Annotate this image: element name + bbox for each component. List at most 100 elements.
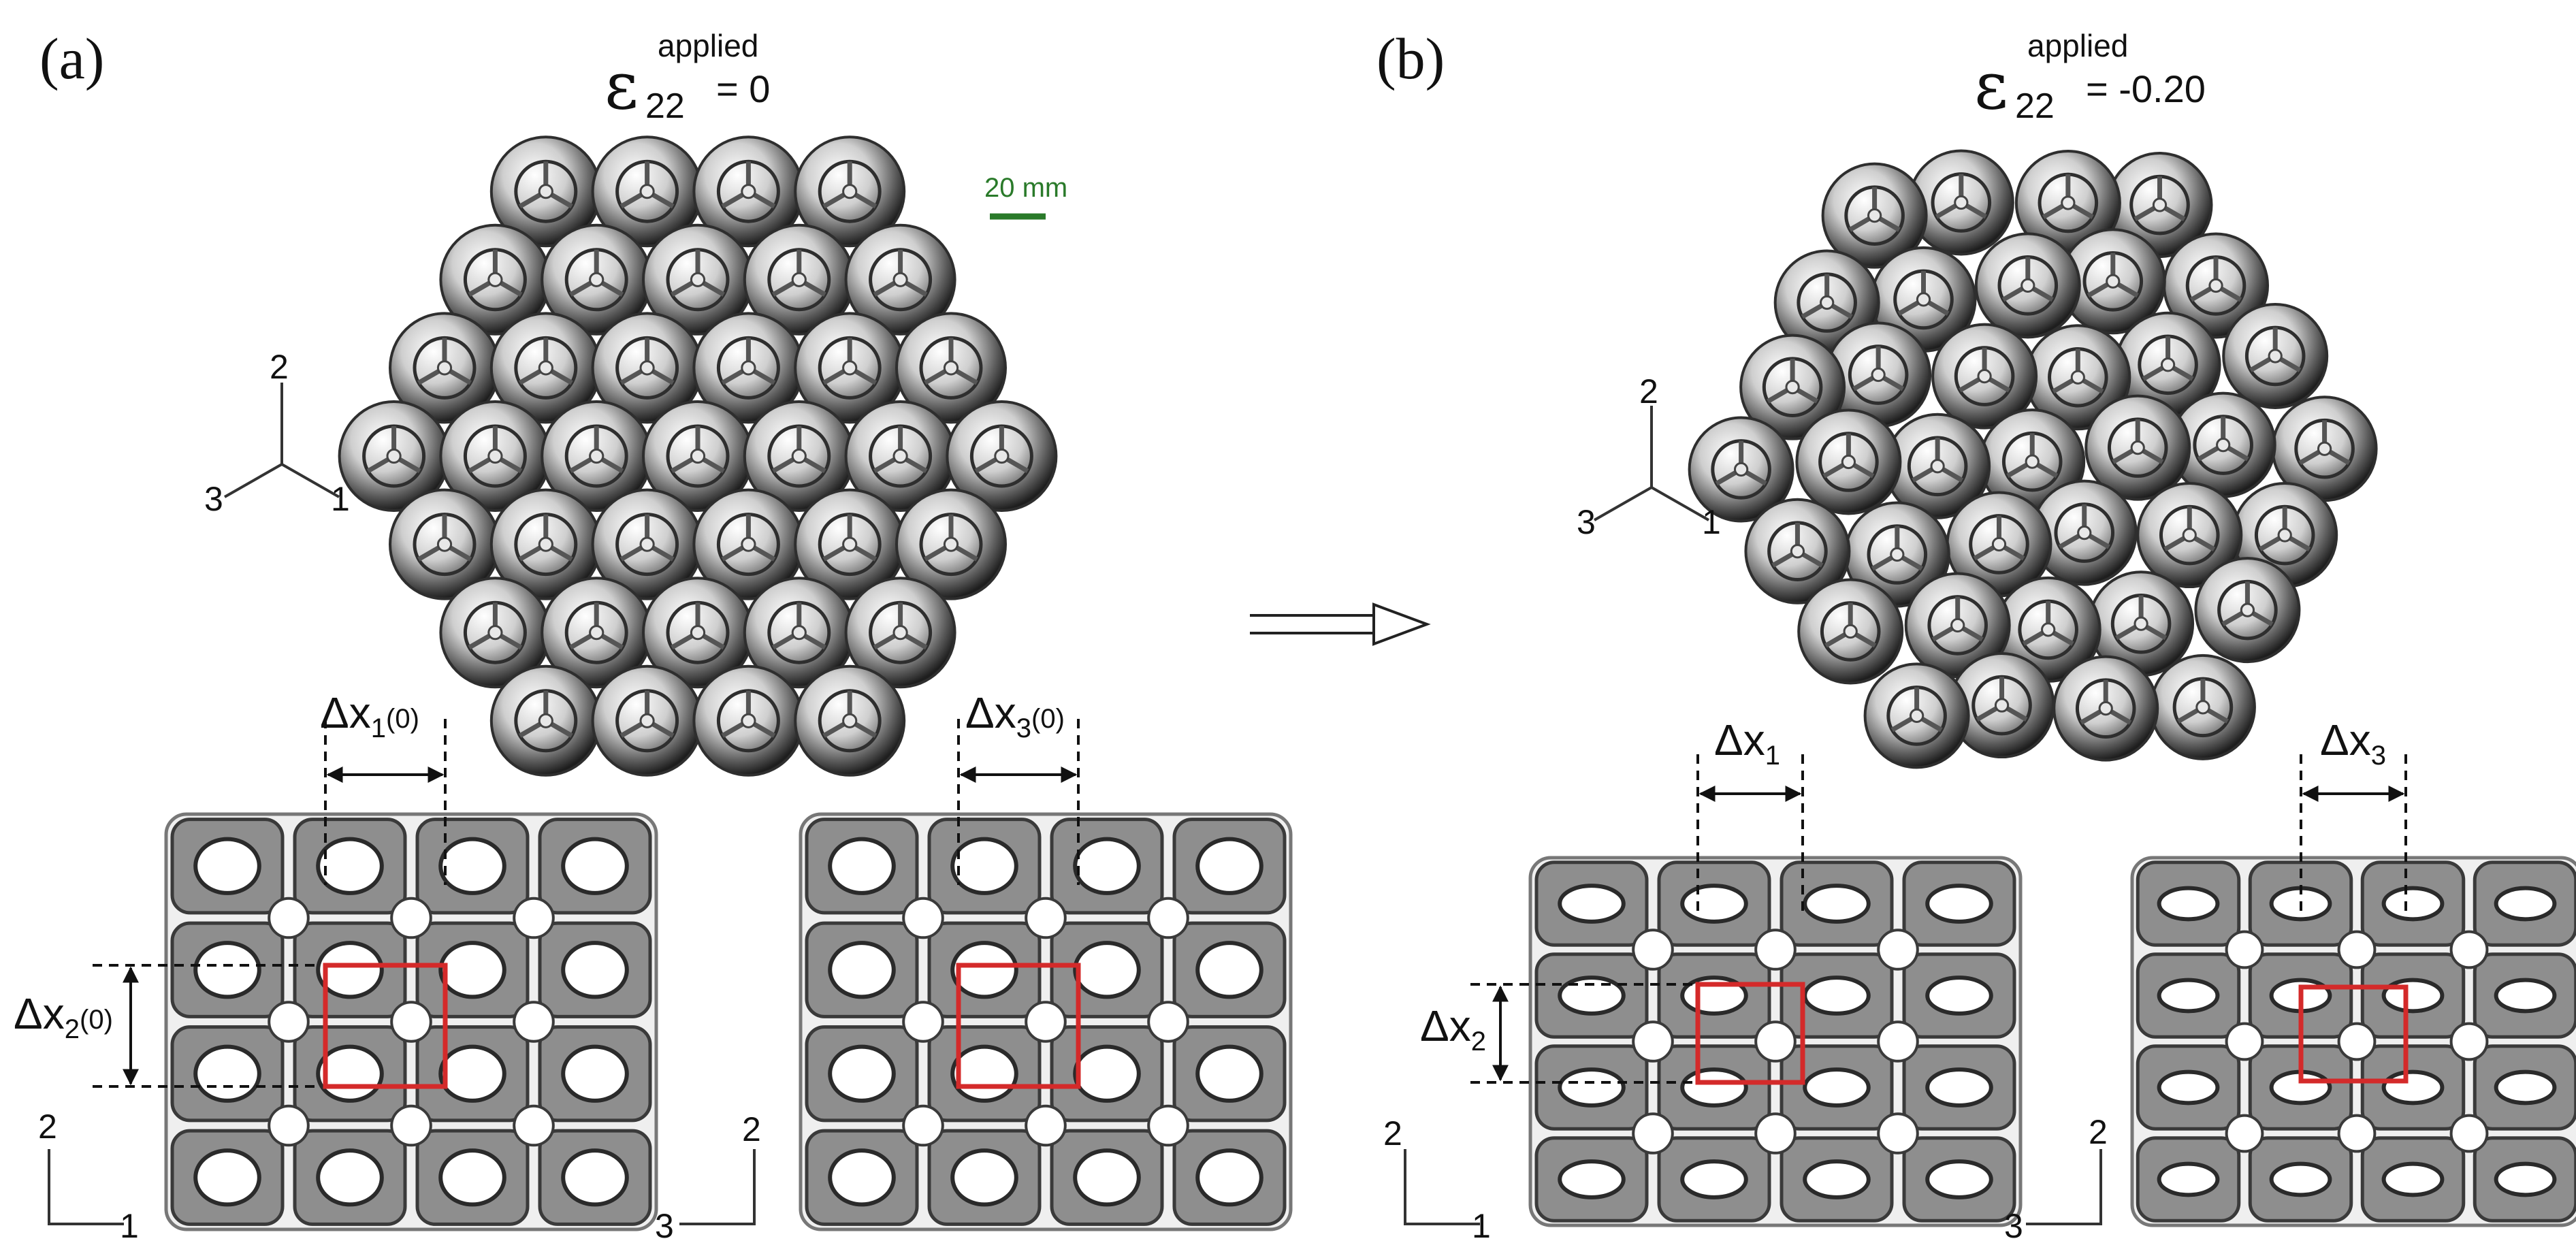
strain-label-a: applied ε 22 = 0 xyxy=(605,27,850,126)
scale-bar-label: 20 mm xyxy=(984,173,1068,203)
lattice-sphere xyxy=(338,400,450,512)
grid-hole xyxy=(1803,1067,1871,1108)
grid-hole xyxy=(1195,941,1263,999)
lattice-sphere xyxy=(794,312,906,424)
grid-node-hole xyxy=(1754,1112,1797,1155)
grid-hole xyxy=(561,941,629,999)
sphere-node xyxy=(639,536,655,552)
view-b12-axis-2: 2 xyxy=(1383,1114,1402,1152)
lattice-sphere xyxy=(794,135,906,248)
grid-hole xyxy=(2157,1069,2220,1106)
lattice-sphere xyxy=(1688,416,1794,523)
strain-superscript: applied xyxy=(2027,28,2129,63)
axes-b12 xyxy=(1404,1149,1480,1225)
lattice-sphere xyxy=(1948,652,2055,759)
sphere-node xyxy=(639,713,655,728)
triad-b-label-2: 2 xyxy=(1639,372,1658,410)
sphere-node xyxy=(2077,525,2092,541)
sphere-node xyxy=(2182,528,2197,543)
grid-hole xyxy=(316,837,384,895)
sphere-node xyxy=(2317,441,2332,456)
sphere-node xyxy=(690,272,706,287)
sphere-node xyxy=(1785,380,1800,395)
transition-arrow-head xyxy=(1372,602,1431,646)
grid-node-hole xyxy=(268,897,310,939)
sphere-node xyxy=(690,448,706,464)
sphere-node xyxy=(436,536,453,552)
sphere-node xyxy=(892,625,908,641)
grid-hole xyxy=(1680,884,1748,924)
grid-node-hole xyxy=(1877,1020,1919,1063)
grid-hole xyxy=(1195,837,1263,895)
lattice-sphere xyxy=(2059,228,2166,335)
sphere-node xyxy=(1841,454,1856,470)
grid-hole xyxy=(561,1044,629,1103)
sphere-node xyxy=(842,713,858,728)
lattice-3d-undeformed xyxy=(338,135,1058,777)
grid-node-hole xyxy=(1632,1112,1674,1155)
sphere-hole xyxy=(1931,172,1992,233)
grid-hole xyxy=(1925,1067,1993,1108)
grid-hole xyxy=(828,1044,896,1103)
axis-3-line xyxy=(224,463,283,498)
sphere-node xyxy=(1909,708,1925,724)
sphere-node xyxy=(436,360,453,376)
grid-hole xyxy=(950,1044,1018,1103)
lattice-sphere xyxy=(794,488,906,600)
grid-hole xyxy=(1195,1148,1263,1207)
delta-x3-label-b: Δx3 xyxy=(2320,715,2386,771)
grid-hole xyxy=(2494,1161,2557,1197)
lattice-sphere xyxy=(844,223,956,336)
grid-hole xyxy=(2157,1161,2220,1197)
grid-hole xyxy=(1925,884,1993,924)
sphere-node xyxy=(1790,544,1805,559)
sphere-node xyxy=(1930,459,1945,474)
lattice-sphere xyxy=(2222,302,2329,409)
sphere-node xyxy=(2061,195,2076,210)
lattice-sphere xyxy=(946,400,1058,512)
lattice-sphere xyxy=(1821,162,1928,269)
lattice-sphere xyxy=(1974,232,2081,339)
axis-1-line xyxy=(1651,486,1709,521)
grid-node-hole xyxy=(1025,1104,1067,1147)
grid-node-hole xyxy=(2337,1114,2377,1153)
sphere-node xyxy=(1950,617,1965,633)
grid-view-12-undeformed xyxy=(164,812,658,1231)
lattice-sphere xyxy=(692,312,805,424)
grid-hole xyxy=(828,837,896,895)
sphere-node xyxy=(2277,528,2292,543)
sphere-node xyxy=(487,448,503,464)
grid-hole xyxy=(1558,1067,1626,1108)
sphere-node xyxy=(2208,278,2223,293)
strain-symbol: ε xyxy=(1974,48,2008,124)
grid-hole xyxy=(193,1044,261,1103)
sphere-node xyxy=(2160,357,2176,372)
lattice-sphere xyxy=(1739,334,1846,440)
sphere-node xyxy=(741,713,756,728)
grid-hole xyxy=(316,941,384,999)
grid-node-hole xyxy=(1877,1112,1919,1155)
lattice-sphere xyxy=(794,664,906,777)
grid-node-hole xyxy=(1754,929,1797,971)
grid-view-32-deformed xyxy=(2130,856,2576,1227)
grid-hole xyxy=(950,941,1018,999)
delta-x1-label-b: Δx1 xyxy=(1714,715,1780,771)
grid-hole xyxy=(316,1148,384,1207)
grid-hole xyxy=(438,1148,506,1207)
grid-hole xyxy=(1073,837,1141,895)
view-b32-axis-2: 2 xyxy=(2089,1113,2108,1151)
grid-node-hole xyxy=(2449,930,2489,969)
sphere-node xyxy=(2130,440,2145,455)
strain-value: = -0.20 xyxy=(2086,67,2206,110)
grid-hole xyxy=(1803,1159,1871,1199)
lattice-sphere xyxy=(1884,413,1991,519)
lattice-sphere xyxy=(591,664,703,777)
grid-hole xyxy=(193,941,261,999)
sphere-node xyxy=(538,360,553,376)
grid-node-hole xyxy=(902,1104,944,1147)
grid-node-hole xyxy=(513,897,555,939)
grid-hole xyxy=(2494,978,2557,1014)
sphere-node xyxy=(1994,698,2010,713)
lattice-sphere xyxy=(2271,396,2378,502)
grid-node-hole xyxy=(1632,1020,1674,1063)
